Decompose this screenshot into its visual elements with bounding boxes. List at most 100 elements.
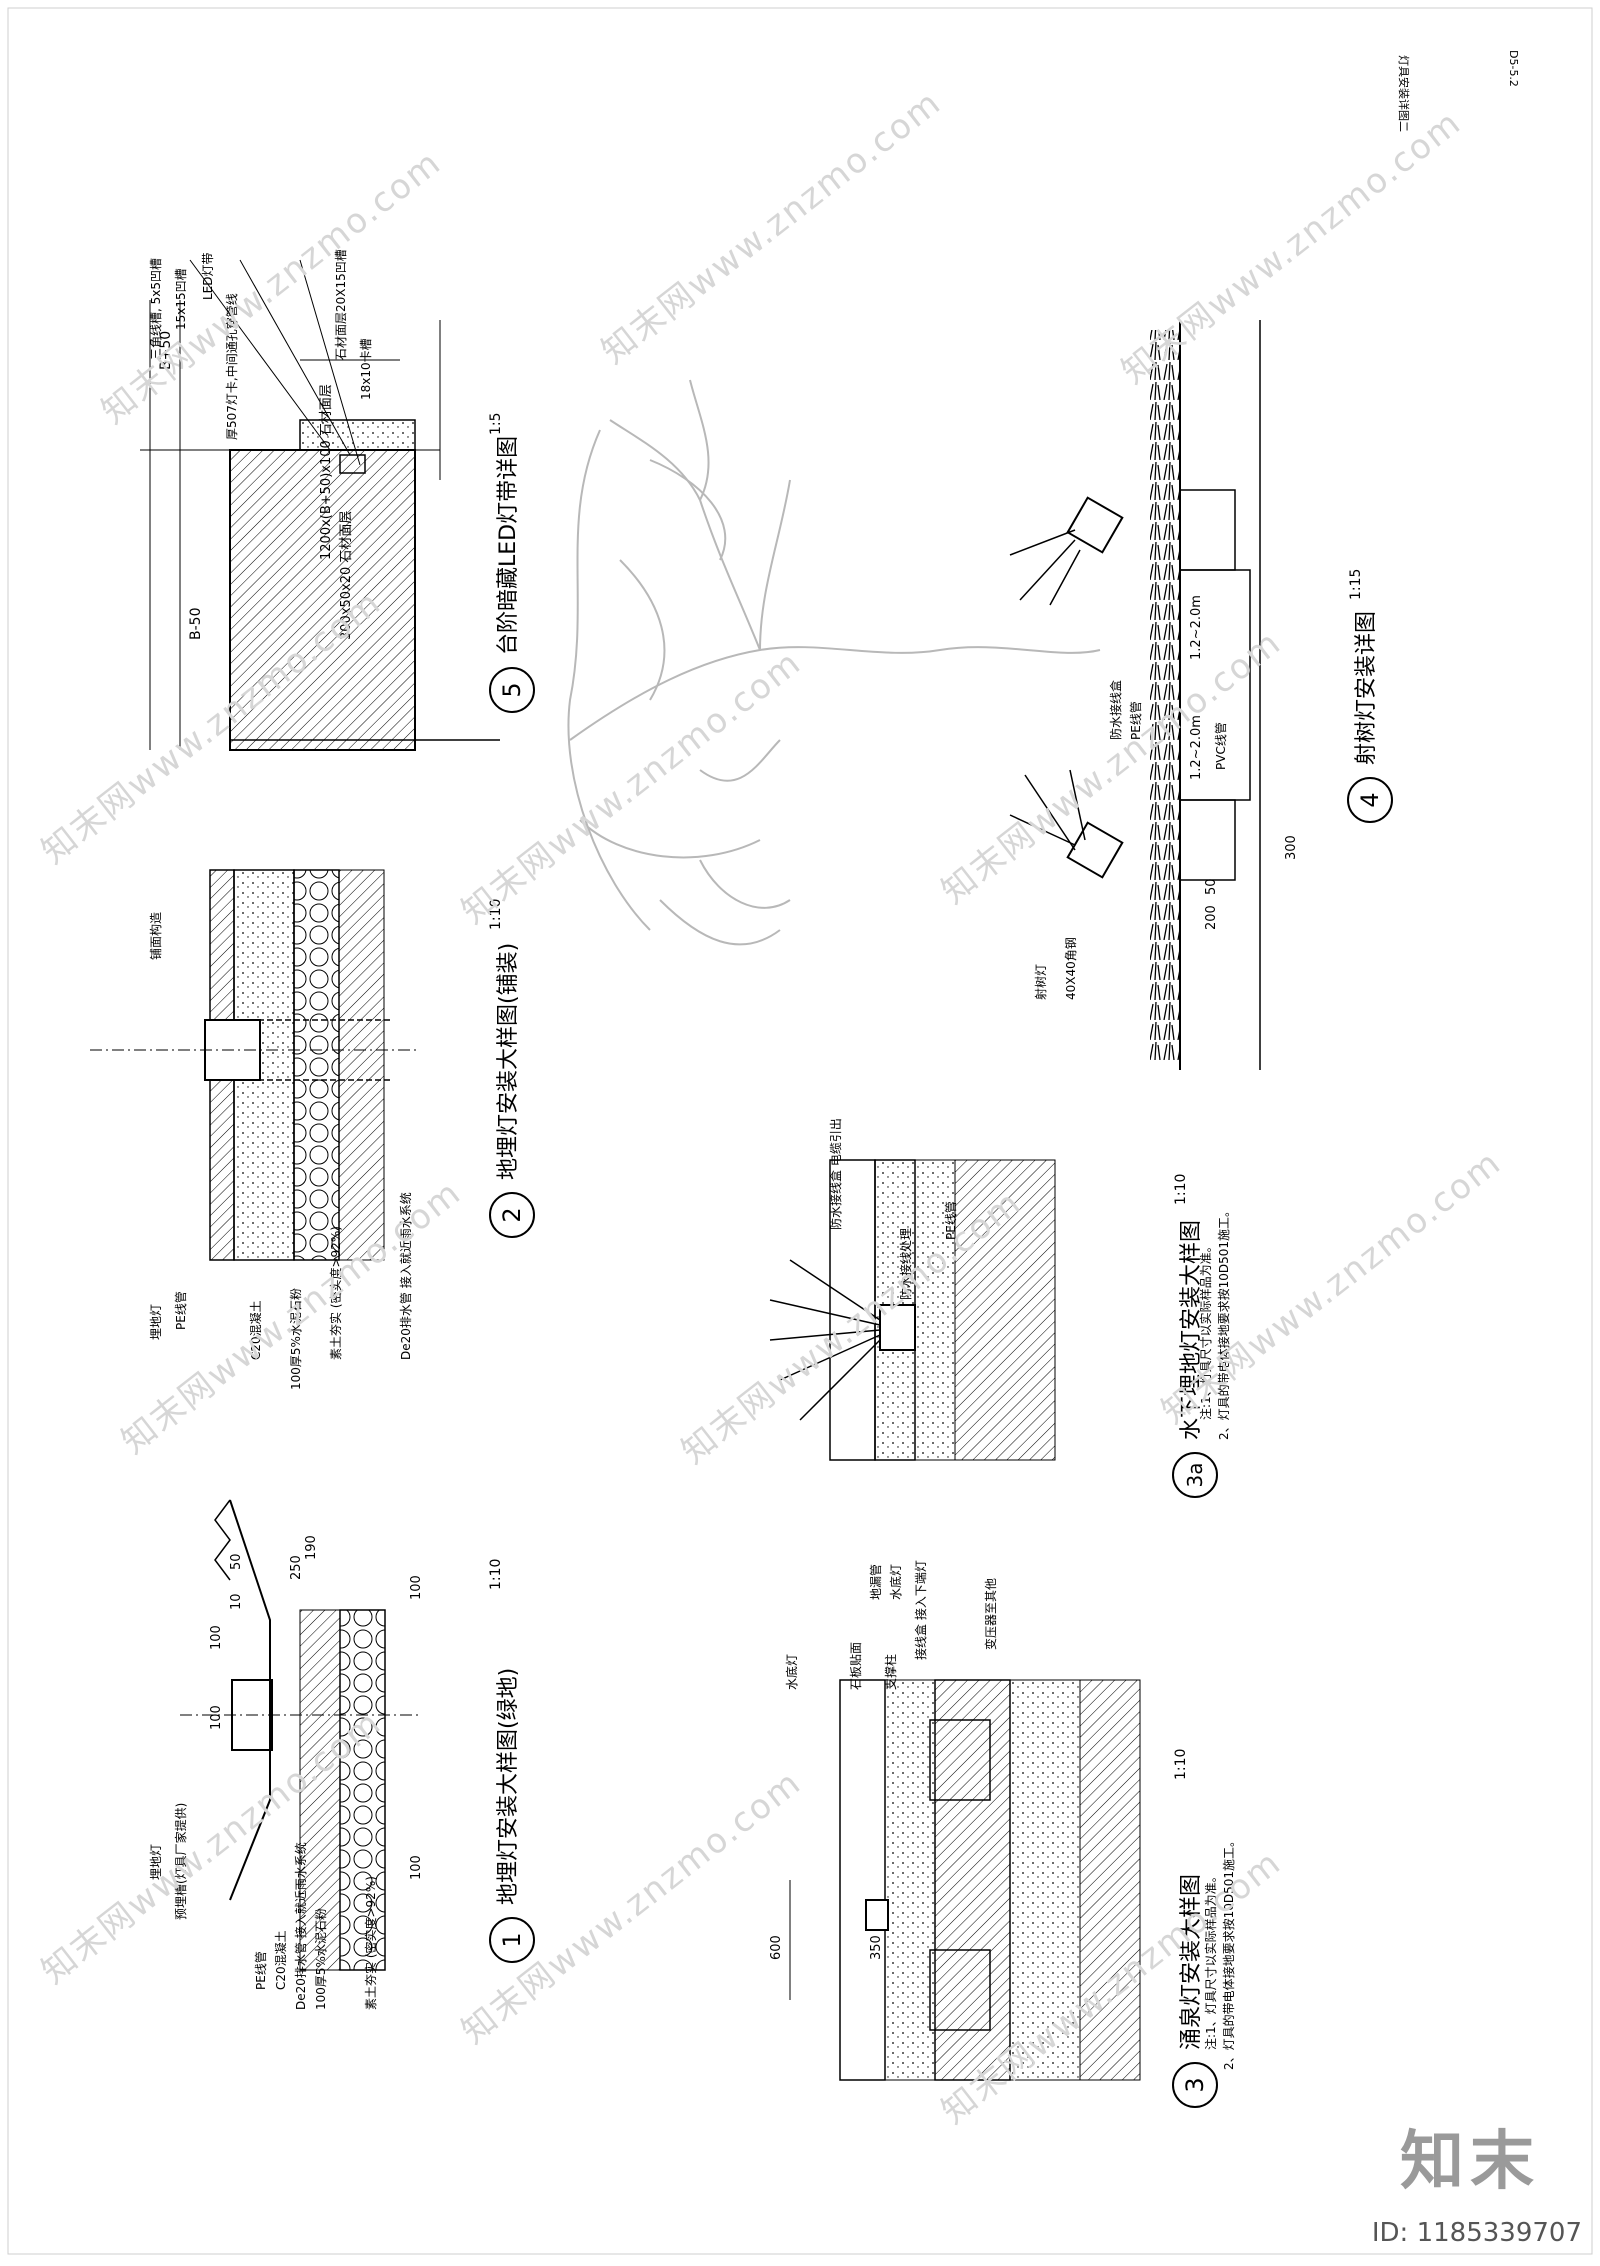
soil-1 — [299, 1609, 341, 1971]
detail-3a-number: 3a — [1183, 1463, 1207, 1488]
d4-dim-a: 1.2~2.0m — [1189, 595, 1204, 660]
detail-4-title: 射树灯安装详图 — [1354, 611, 1379, 765]
detail-5-bubble — [489, 667, 535, 713]
detail-3-fountain — [789, 1679, 1141, 2081]
detail-2-scale: 1:10 — [488, 899, 504, 930]
fountain-light — [865, 1899, 889, 1931]
sheet-code: D5-5.2 — [1507, 50, 1520, 87]
d1-dim-b: 100 — [209, 1705, 224, 1730]
detail-4-number: 4 — [1356, 792, 1384, 807]
d3-dim-350: 350 — [869, 1935, 884, 1960]
d5-label-groove-b: 15x15凹槽 — [174, 268, 188, 330]
d1-dim-d: 100 — [409, 1855, 424, 1880]
d4-label-pe: PE线管 — [1128, 701, 1143, 740]
water-layer-3 — [839, 1679, 886, 2081]
light-rays-3a — [769, 1259, 881, 1421]
compacted-soil — [338, 869, 385, 1261]
d4-label-steel: 40X40角钢 — [1064, 937, 1078, 1000]
detail-3a-underwater — [769, 1159, 1056, 1461]
d1-label-drain: De20排水管 接入就近雨水系统 — [293, 1842, 308, 2010]
d3a-label-seal: 防水接线处理 — [898, 1228, 913, 1300]
detail-4-tree-light — [1009, 320, 1261, 1070]
support-column-b — [929, 1949, 991, 2031]
dim-b-minus-50: B-50 — [188, 608, 204, 640]
d5-label-cap: 300x50x20 石材面层 — [339, 511, 354, 640]
d4-dim-d: 200 — [1204, 905, 1219, 930]
soil-3 — [1079, 1679, 1141, 2081]
detail-1-title: 地埋灯安装大样图(绿地) — [496, 1668, 521, 1905]
d1-dim-a: 100 — [209, 1625, 224, 1650]
detail-1-number: 1 — [498, 1932, 526, 1947]
detail-3-bubble — [1172, 2062, 1218, 2108]
base-3 — [1009, 1679, 1081, 2081]
tree-spotlight-a — [1066, 496, 1124, 554]
detail-2-paving — [90, 869, 420, 1261]
detail-2-labels: 埋地灯 PE线管 C20混凝土 100厚5%水泥石粉 素土夯实 (密实度>92%… — [148, 899, 535, 1390]
underwater-light — [879, 1304, 916, 1351]
detail-3a-scale: 1:10 — [1173, 1174, 1189, 1205]
d3-label-light: 水底灯 — [784, 1654, 799, 1690]
detail-5-led-step — [140, 259, 500, 751]
d5-label-notch: 18x10卡槽 — [359, 338, 373, 400]
d5-label-face: 石材面层20X15凹槽 — [334, 249, 348, 360]
led-slot — [339, 454, 366, 474]
image-id: ID: 1185339707 — [1371, 2218, 1582, 2248]
sheet-title: 灯具安装详图二 — [1397, 55, 1411, 132]
d3-note-1: 注:1、灯具尺寸以实际样品为准。 — [1203, 1870, 1218, 2050]
d3a-label-pe: PE线管 — [943, 1201, 958, 1240]
stone-powder — [293, 869, 340, 1261]
d4-dim-e: 50 — [1204, 878, 1219, 895]
d3a-label-junction: 接线盒 接入下端灯 — [913, 1560, 928, 1660]
dim-b-plus-50: B+50 — [158, 331, 174, 370]
detail-3-labels: 水底灯 石板贴面 支撑柱 600 350 注:1、灯具尺寸以实际样品为准。 2、… — [769, 1642, 1236, 2108]
detail-4-labels: 射树灯 40X40角钢 防水接线盒 PE线管 PVC线管 1.2~2.0m 1.… — [1033, 569, 1393, 1000]
soil-3a — [954, 1159, 1056, 1461]
d1-dim-f: 50 — [229, 1553, 244, 1570]
detail-1-bubble — [489, 1917, 535, 1963]
d4-label-pvc: PVC线管 — [1213, 722, 1228, 770]
light-rays-4 — [1009, 529, 1086, 851]
d2-label-powder: 100厚5%水泥石粉 — [289, 1288, 303, 1390]
tree-spotlight-b — [1066, 821, 1124, 879]
d3a-note-1: 注:1、灯具尺寸以实际样品为准。 — [1198, 1240, 1213, 1420]
d2-label-pe: PE线管 — [173, 1291, 188, 1330]
d3a-label-light: 水底灯 — [888, 1564, 903, 1600]
detail-4-scale: 1:15 — [1348, 569, 1364, 600]
detail-5-number: 5 — [498, 682, 526, 697]
d4-label-light: 射树灯 — [1033, 964, 1048, 1000]
detail-3-scale: 1:10 — [1173, 1749, 1189, 1780]
tree-sketch — [567, 379, 1101, 946]
d4-dim-c: 300 — [1284, 835, 1299, 860]
detail-1-greenland — [180, 1499, 420, 1971]
d1-label-pe: PE线管 — [253, 1951, 268, 1990]
detail-2-bubble — [489, 1192, 535, 1238]
detail-3-number: 3 — [1181, 2077, 1209, 2092]
detail-1-scale: 1:10 — [488, 1559, 504, 1590]
d1-dim-h: 10 — [229, 1593, 244, 1610]
d5-label-clip: 厚507灯卡,中间通孔穿管线 — [224, 293, 239, 440]
detail-5-title: 台阶暗藏LED灯带详图 — [496, 436, 521, 655]
detail-3a-bubble — [1172, 1452, 1218, 1498]
detail-3a-title: 水下埋地灯安装大样图 — [1179, 1220, 1204, 1440]
d1-label-soil: 素土夯实 (密实度>92%) — [363, 1876, 378, 2010]
d1-dim-c: 100 — [409, 1575, 424, 1600]
gravel-base-1 — [339, 1609, 386, 1971]
detail-3-title: 涌泉灯安装大样图 — [1179, 1874, 1204, 2050]
footing-b — [1179, 799, 1236, 881]
d5-label-groove-a: 三角线槽, 5x5凹槽 — [149, 258, 163, 360]
concrete-3 — [884, 1679, 936, 2081]
d2-label-soil: 素土夯实 (密实度>92%) — [328, 1226, 343, 1360]
d4-label-box: 防水接线盒 — [1108, 680, 1123, 740]
d1-label-light: 埋地灯 — [149, 1844, 163, 1880]
d5-label-slab: 1200x(B+50)x100 石材面层 — [319, 384, 334, 560]
d3a-note-2: 2、灯具的带电体接地要求按10D501施工。 — [1216, 1205, 1231, 1440]
d2-label-c20: C20混凝土 — [248, 1300, 263, 1360]
detail-3a-labels: 防水接线盒 电缆引出 PE线管 水底灯 接线盒 接入下端灯 变压器至其他 地漏管… — [828, 1118, 1231, 1660]
d3-dim-600: 600 — [769, 1935, 784, 1960]
detail-2-number: 2 — [498, 1207, 526, 1222]
d2-label-light: 埋地灯 — [149, 1304, 163, 1340]
grass-strip — [1150, 330, 1180, 1060]
base-3a — [914, 1159, 956, 1461]
